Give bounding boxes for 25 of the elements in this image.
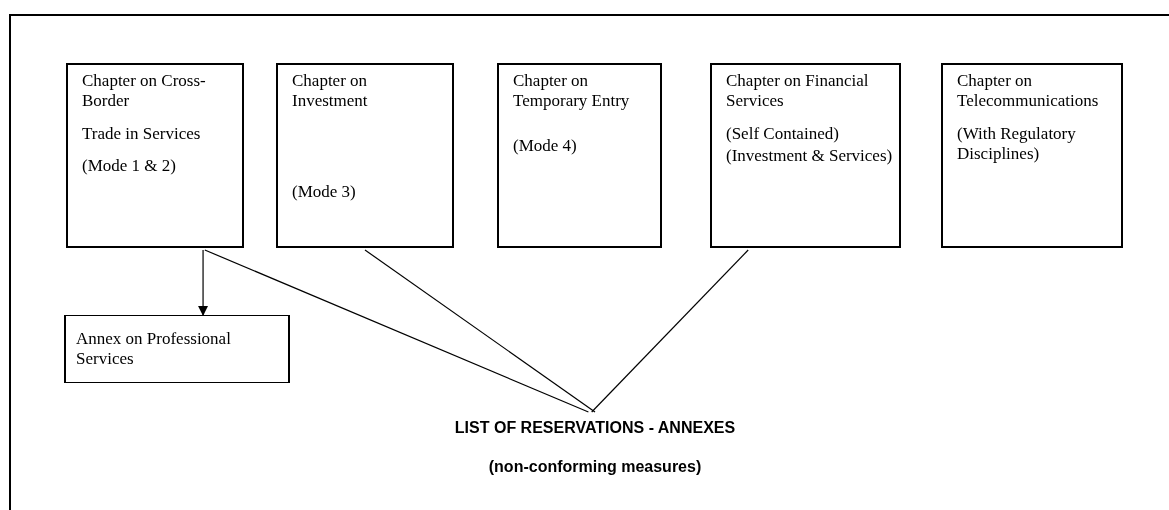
connector-line (364, 249, 596, 413)
connector-line (591, 249, 749, 413)
chapter-box (497, 63, 662, 248)
connector-line (204, 249, 589, 413)
box-text: (With Regulatory Disciplines) (957, 123, 1077, 165)
box-text: (Mode 4) (513, 135, 578, 157)
chapter-box (276, 63, 454, 248)
box-text: (Mode 1 & 2) (82, 156, 177, 177)
box-text: Chapter on Investment (292, 71, 369, 112)
subheading: (non-conforming measures) (488, 457, 702, 477)
box-text: Chapter on Financial Services (726, 71, 870, 112)
chapter-box (710, 63, 901, 248)
box-text: Annex on Professional Services (76, 328, 232, 370)
box-text: (Mode 3) (292, 181, 357, 203)
arrow (198, 249, 209, 316)
box-text: (Investment & Services) (726, 146, 893, 167)
box-text: (Self Contained) (726, 123, 840, 145)
chapter-box (941, 63, 1123, 248)
heading: LIST OF RESERVATIONS - ANNEXES (454, 418, 736, 438)
box-text: Chapter on Cross-Border (82, 71, 207, 112)
box-text: Chapter on Telecommunications (957, 71, 1100, 112)
box-text: Trade in Services (82, 123, 202, 145)
chapter-box (66, 63, 244, 248)
annex-box (64, 315, 290, 383)
box-text: Chapter on Temporary Entry (513, 71, 631, 112)
